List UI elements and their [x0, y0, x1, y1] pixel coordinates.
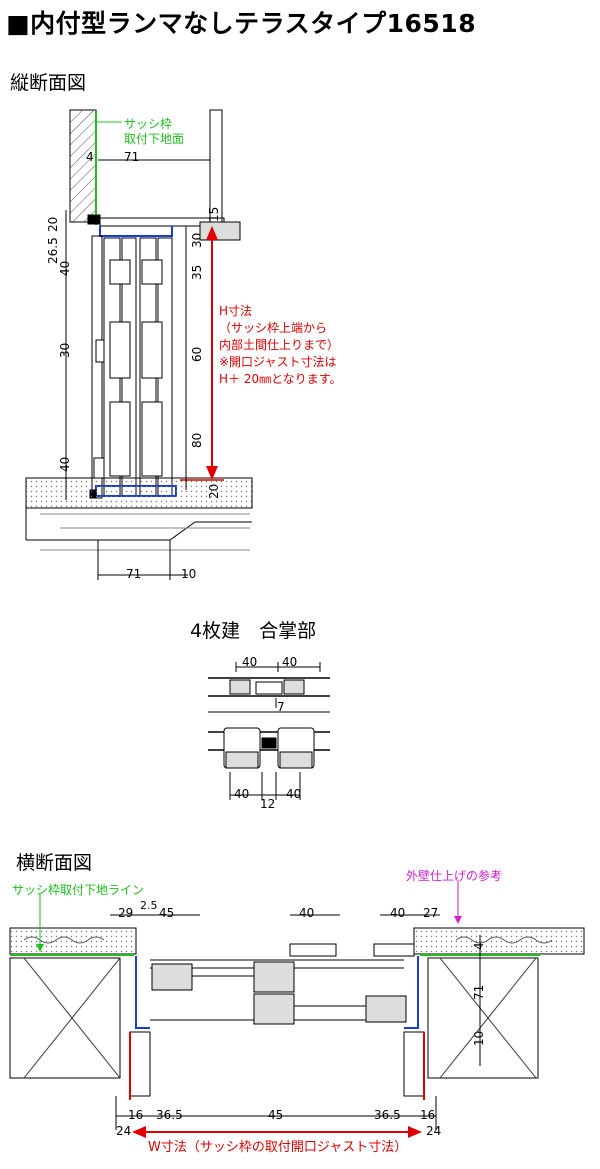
dim-h-b-36-5-right: 36.5	[374, 1108, 401, 1122]
wall-finish-note: 外壁仕上げの参考	[406, 869, 503, 883]
dim-h-t-27: 27	[423, 906, 439, 920]
h-dimension-note: H寸法 （サッシ枠上端から 内部土間仕上りまで） ※開口ジャスト寸法は H＋ 2…	[219, 303, 342, 388]
dim-h-t-40-mid: 40	[299, 906, 315, 920]
frame-note-line-2: 取付下地面	[124, 132, 185, 146]
dim-m-top-40a: 40	[242, 655, 258, 669]
meeting-section-heading: 4枚建 合掌部	[190, 620, 317, 642]
dim-v-left-40-bottom: 40	[58, 456, 72, 472]
h-note-line-1: H寸法	[219, 304, 253, 318]
horizontal-section-heading: 横断面図	[16, 852, 93, 874]
dim-v-right-35: 35	[190, 264, 204, 280]
dim-h-b-24-left: 24	[116, 1124, 132, 1138]
dim-v-top-4: 4	[86, 150, 94, 164]
dim-h-r-71: 71	[472, 984, 486, 1000]
w-dimension-note: W寸法（サッシ枠の取付開口ジャスト寸法）	[148, 1140, 408, 1155]
dim-h-r-10: 10	[472, 1030, 486, 1046]
dim-h-t-2-5: 2.5	[140, 899, 158, 912]
dim-v-right-15: 15	[207, 206, 221, 222]
dim-h-t-40-right: 40	[390, 906, 406, 920]
dim-h-b-24-right: 24	[426, 1124, 442, 1138]
dim-v-top-71: 71	[124, 150, 140, 164]
dim-h-b-45: 45	[268, 1108, 284, 1122]
meeting-section-drawing	[208, 662, 330, 800]
dim-v-left-20: 20	[46, 216, 60, 232]
dim-v-right-80: 80	[190, 432, 204, 448]
dim-v-bottom-10: 10	[181, 567, 197, 581]
dim-h-b-16-left: 16	[128, 1108, 144, 1122]
h-note-line-4: ※開口ジャスト寸法は	[219, 355, 337, 369]
horizontal-section-drawing	[9, 880, 585, 1130]
dim-v-left-30: 30	[58, 342, 72, 358]
vertical-section-heading: 縦断面図	[10, 72, 87, 94]
dim-v-right-60: 60	[190, 346, 204, 362]
dim-h-t-29: 29	[118, 906, 134, 920]
dim-v-right-30: 30	[190, 232, 204, 248]
frame-note: サッシ枠 取付下地面	[124, 117, 184, 147]
dim-m-bot-40b: 40	[286, 787, 302, 801]
dim-h-b-16-right: 16	[420, 1108, 436, 1122]
dim-h-t-45: 45	[159, 906, 175, 920]
h-note-line-2: （サッシ枠上端から	[219, 321, 328, 335]
frame-note-line-1: サッシ枠	[124, 117, 173, 131]
dim-h-b-36-5-left: 36.5	[156, 1108, 183, 1122]
frame-line-note: サッシ枠取付下地ライン	[12, 883, 145, 897]
h-note-line-5: H＋ 20㎜となります。	[219, 372, 342, 386]
h-note-line-3: 内部土間仕上りまで）	[219, 338, 340, 352]
dim-v-bottom-71: 71	[126, 567, 142, 581]
w-dimension-arrow	[132, 1126, 422, 1138]
dim-m-bot-12: 12	[260, 797, 276, 811]
dim-m-bot-40a: 40	[234, 787, 250, 801]
h-dimension-arrow	[206, 226, 218, 480]
dim-v-left-40-top: 40	[58, 260, 72, 276]
dim-m-mid-7: 7	[277, 700, 285, 714]
dim-h-r-4: 4	[472, 942, 486, 950]
dim-m-top-40b: 40	[282, 655, 298, 669]
dim-v-right-20: 20	[207, 483, 221, 499]
page-title: ■内付型ランマなしテラスタイプ16518	[6, 9, 477, 38]
